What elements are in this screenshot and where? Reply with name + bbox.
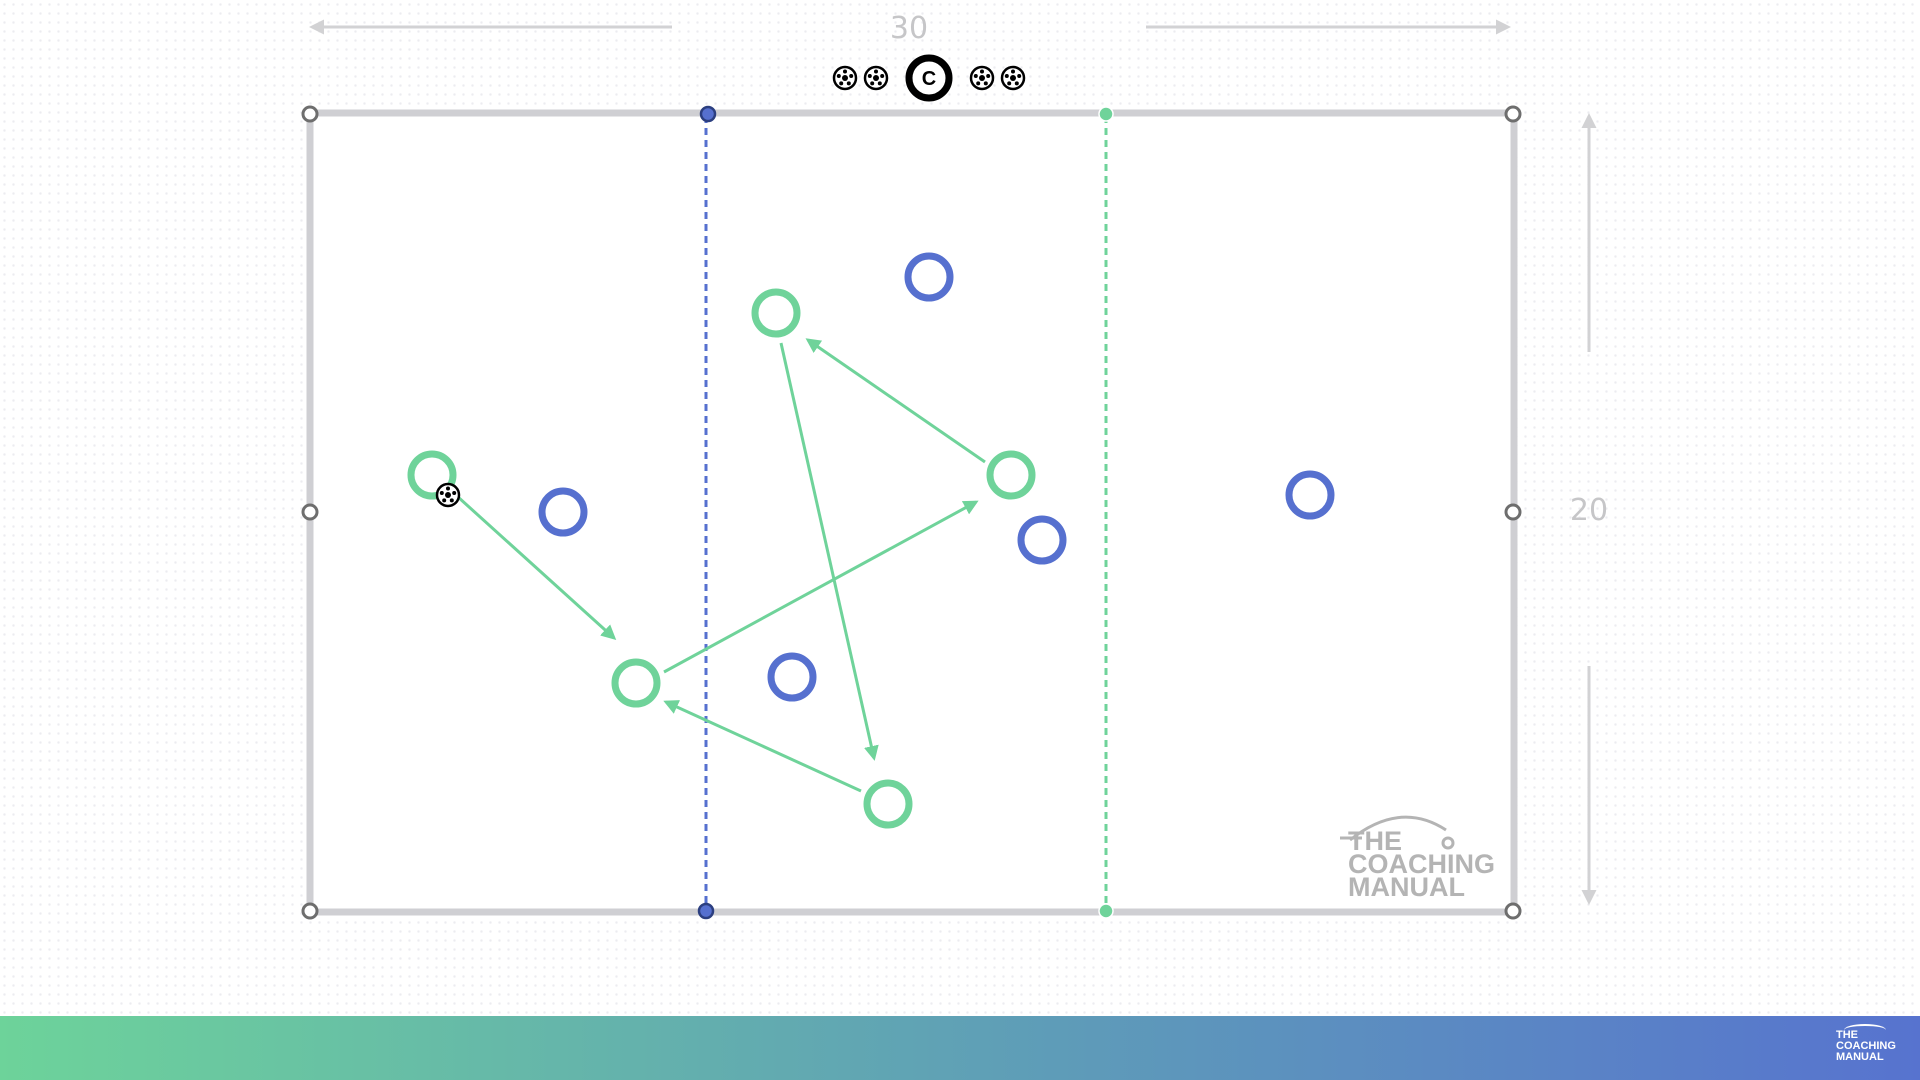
watermark-line3: MANUAL bbox=[1348, 872, 1465, 902]
pass-arrows bbox=[456, 338, 986, 793]
cone-marker-icon bbox=[1504, 902, 1522, 920]
drill-diagram: 30 20 bbox=[301, 11, 1608, 920]
footer-logo-line3: MANUAL bbox=[1836, 1051, 1884, 1063]
green-player bbox=[751, 288, 801, 338]
cone-marker-icon bbox=[301, 105, 319, 123]
cone-markers bbox=[301, 105, 1522, 920]
pitch-boundary bbox=[306, 109, 1518, 916]
watermark-line1: THE bbox=[1348, 826, 1402, 856]
cone-marker-icon bbox=[1504, 105, 1522, 123]
green-player bbox=[986, 450, 1036, 500]
blue-player bbox=[767, 652, 817, 702]
pass-arrow bbox=[456, 495, 617, 641]
watermark-line2: COACHING bbox=[1348, 849, 1495, 879]
footer-logo-line2: COACHING bbox=[1836, 1040, 1896, 1052]
coach-station: C bbox=[832, 54, 1026, 102]
blue-player bbox=[538, 487, 588, 537]
watermark-ball-icon bbox=[1441, 836, 1455, 850]
soccer-ball-icon bbox=[832, 65, 858, 91]
blue-team bbox=[538, 252, 1335, 702]
pass-arrow bbox=[663, 500, 979, 674]
green-player bbox=[863, 779, 913, 829]
cone-marker-green-icon bbox=[1098, 903, 1114, 919]
soccer-ball-icon bbox=[435, 482, 461, 508]
green-player bbox=[611, 658, 661, 708]
cone-marker-icon bbox=[301, 902, 319, 920]
width-label: 30 bbox=[890, 11, 928, 46]
cone-marker-green-icon bbox=[1098, 106, 1114, 122]
cone-marker-icon bbox=[301, 503, 319, 521]
footer-logo: THE COACHING MANUAL bbox=[1836, 1024, 1908, 1063]
blue-player bbox=[904, 252, 954, 302]
soccer-ball-icon bbox=[863, 65, 889, 91]
footer-logo-arc bbox=[1844, 1024, 1886, 1036]
cone-marker-icon bbox=[1504, 503, 1522, 521]
footer-bar: THE COACHING MANUAL bbox=[0, 1016, 1920, 1080]
green-player bbox=[407, 450, 457, 500]
coach-c-icon bbox=[905, 54, 953, 102]
pass-arrow bbox=[805, 338, 986, 464]
cone-marker-blue-icon bbox=[699, 105, 717, 123]
coach-letter: C bbox=[922, 68, 936, 90]
pass-arrow bbox=[663, 700, 862, 793]
watermark-arc bbox=[1349, 815, 1447, 842]
cone-marker-blue-icon bbox=[697, 902, 715, 920]
soccer-ball-icon bbox=[969, 65, 995, 91]
soccer-ball-icon bbox=[1000, 65, 1026, 91]
watermark-logo: THE COACHING MANUAL bbox=[1340, 815, 1495, 902]
pass-arrow bbox=[779, 342, 879, 761]
height-label: 20 bbox=[1570, 493, 1608, 528]
green-team bbox=[407, 288, 1036, 829]
blue-player bbox=[1017, 515, 1067, 565]
blue-player bbox=[1285, 470, 1335, 520]
